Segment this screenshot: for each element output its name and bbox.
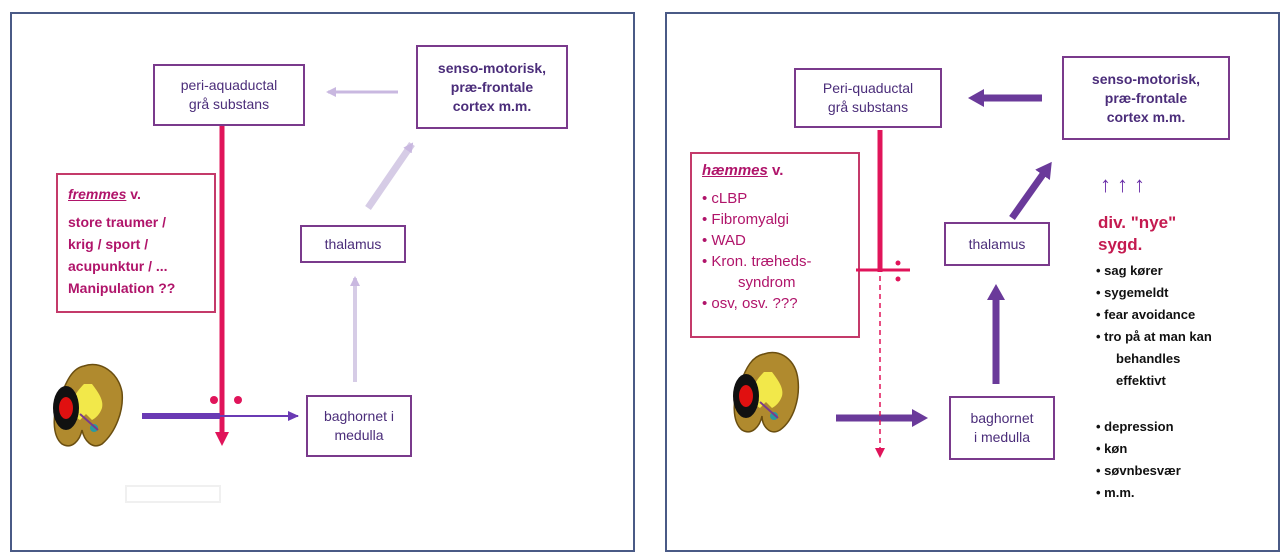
factor-a-3: • fear avoidance: [1096, 307, 1196, 322]
promote-title: fremmes: [68, 186, 127, 202]
factor-a-4: • tro på at man kan: [1096, 329, 1212, 344]
left-thalamus-label: thalamus: [324, 235, 382, 252]
new-diseases-line-2: sygd.: [1098, 235, 1143, 254]
promote-line-2: krig / sport /: [68, 236, 149, 252]
right-pag-line-2: grå substans: [827, 99, 909, 115]
left-cortex-line-2: præ-frontale: [450, 78, 534, 95]
inhibit-item-6: • osv, osv. ???: [702, 295, 798, 312]
inhibit-item-2: • Fibromyalgi: [702, 211, 789, 228]
factor-a-2: • sygemeldt: [1096, 285, 1169, 300]
left-pag-box: peri-aquaductal grå substans: [153, 64, 305, 126]
right-thalamus-label: thalamus: [968, 235, 1026, 252]
right-inhibit-box: hæmmes v. • cLBP • Fibromyalgi • WAD • K…: [690, 152, 860, 338]
factor-b-4: • m.m.: [1096, 485, 1135, 500]
left-pag-line-1: peri-aquaductal: [180, 77, 278, 93]
left-promote-box: fremmes v. store traumer / krig / sport …: [56, 173, 216, 313]
right-cortex-line-2: præ-frontale: [1104, 89, 1188, 106]
factor-a-1: • sag kører: [1096, 263, 1163, 278]
left-dorsal-line-2: medulla: [334, 427, 384, 443]
new-diseases-line-1: div. "nye": [1098, 213, 1177, 232]
right-dorsal-horn-box: baghornet i medulla: [949, 396, 1055, 460]
left-dorsal-line-1: baghornet i: [323, 408, 395, 424]
promote-line-1: store traumer /: [68, 214, 167, 230]
inhibit-item-5: syndrom: [738, 274, 796, 291]
left-pag-line-2: grå substans: [188, 96, 270, 112]
new-diseases-heading: div. "nye" sygd.: [1098, 212, 1176, 256]
promote-line-4: Manipulation ??: [68, 280, 176, 296]
factor-b-3: • søvnbesvær: [1096, 463, 1181, 478]
inhibit-item-3: • WAD: [702, 232, 746, 249]
right-dorsal-line-1: baghornet: [970, 410, 1034, 426]
factors-list-b: • depression • køn • søvnbesvær • m.m.: [1096, 416, 1181, 504]
factor-a-6: effektivt: [1116, 373, 1166, 388]
right-dorsal-line-2: i medulla: [973, 429, 1031, 445]
right-cortex-line-1: senso-motorisk,: [1091, 70, 1201, 87]
inhibit-title-suffix: v.: [767, 162, 784, 179]
factor-a-5: behandles: [1116, 351, 1181, 366]
left-thalamus-box: thalamus: [300, 225, 406, 263]
inhibit-item-4: • Kron. træheds-: [702, 253, 812, 270]
right-pag-line-1: Peri-quaductal: [822, 80, 914, 96]
right-cortex-line-3: cortex m.m.: [1106, 108, 1186, 125]
right-pag-box: Peri-quaductal grå substans: [794, 68, 942, 128]
up-arrows-icon: ↑↑↑: [1100, 172, 1151, 197]
right-cortex-box: senso-motorisk, præ-frontale cortex m.m.: [1062, 56, 1230, 140]
left-cortex-line-1: senso-motorisk,: [437, 59, 547, 76]
factor-b-2: • køn: [1096, 441, 1128, 456]
left-cortex-box: senso-motorisk, præ-frontale cortex m.m.: [416, 45, 568, 129]
right-thalamus-box: thalamus: [944, 222, 1050, 266]
left-dorsal-horn-box: baghornet i medulla: [306, 395, 412, 457]
factors-list-a: • sag kører • sygemeldt • fear avoidance…: [1096, 260, 1212, 392]
inhibit-item-1: • cLBP: [702, 190, 748, 207]
promote-title-suffix: v.: [126, 186, 141, 202]
factor-b-1: • depression: [1096, 419, 1174, 434]
inhibit-title: hæmmes: [702, 162, 768, 179]
promote-line-3: acupunktur / ...: [68, 258, 168, 274]
left-cortex-line-3: cortex m.m.: [452, 97, 532, 114]
